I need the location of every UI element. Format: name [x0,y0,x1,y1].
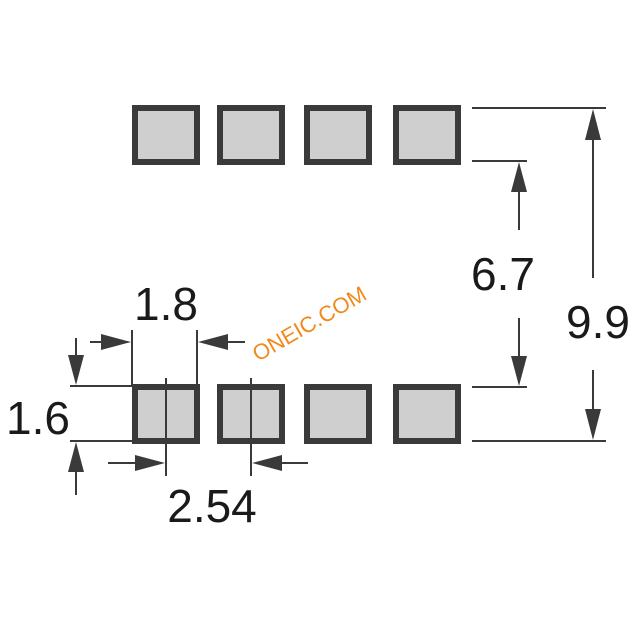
arrowhead-down-icon [585,409,601,440]
arrowhead-right-icon [101,334,131,350]
outer-span-dimension: 9.9 [566,109,630,440]
arrowhead-down-icon [511,356,527,386]
right-extension-lines [472,107,606,442]
arrowhead-left-icon [252,455,282,471]
pad-top-4 [393,105,461,165]
pad-width-label: 1.8 [134,278,198,330]
pad-top-2 [217,105,285,165]
pitch-label: 2.54 [167,480,257,532]
pad-top-1 [132,105,200,165]
pad-height-dimension: 1.6 [6,338,132,495]
arrowhead-down-icon [68,355,84,385]
top-pad-row [132,105,461,165]
pitch-dimension: 2.54 [108,378,308,532]
arrowhead-left-icon [198,334,228,350]
pad-top-3 [304,105,372,165]
arrowhead-up-icon [585,109,601,140]
pad-width-dimension: 1.8 [90,278,245,385]
inner-gap-dimension: 6.7 [471,162,535,386]
arrowhead-up-icon [511,162,527,192]
bottom-pad-row [132,384,461,444]
pad-height-label: 1.6 [6,392,70,444]
pad-bottom-4 [393,384,461,444]
watermark: ONEIC.COM [248,281,371,366]
outer-span-label: 9.9 [566,296,630,348]
inner-gap-label: 6.7 [471,248,535,300]
arrowhead-right-icon [135,455,165,471]
arrowhead-up-icon [68,442,84,472]
pad-bottom-3 [304,384,372,444]
